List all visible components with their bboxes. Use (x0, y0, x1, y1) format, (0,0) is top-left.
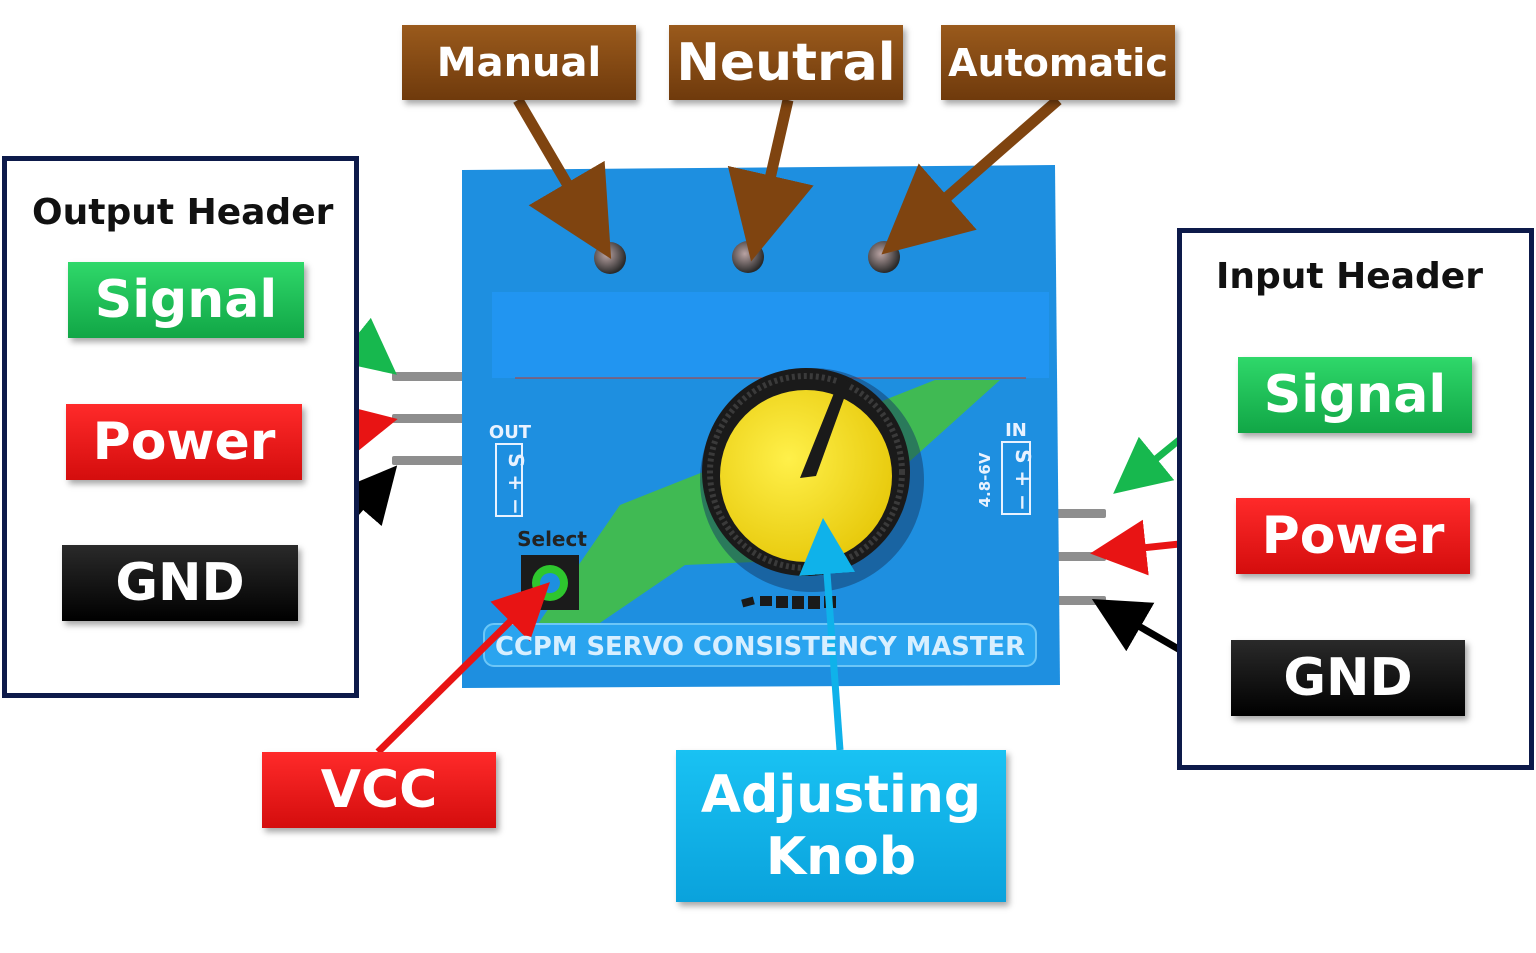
output-signal-label: Signal (68, 262, 304, 338)
adjusting-knob-label: Adjusting Knob (676, 750, 1006, 902)
output-header-title: Output Header (32, 192, 334, 233)
arrow-knob (799, 518, 855, 751)
input-pins (1052, 509, 1106, 605)
automatic-mode-label: Automatic (941, 25, 1175, 100)
input-header-title: Input Header (1216, 256, 1483, 297)
board-product-name: CCPM SERVO CONSISTENCY MASTER (495, 632, 1025, 662)
board-select-label: Select (517, 527, 587, 551)
led-manual (594, 242, 626, 274)
board-in-pins: S + − (1011, 449, 1035, 511)
input-power-label: Power (1236, 498, 1470, 574)
output-power-label: Power (66, 404, 302, 480)
vcc-label: VCC (262, 752, 496, 828)
input-signal-label: Signal (1238, 357, 1472, 433)
adjusting-knob-label-line1: Adjusting (700, 764, 982, 825)
arrow-vcc (375, 582, 550, 755)
adjusting-knob-label-line2: Knob (765, 827, 917, 887)
board-out-pins: S + − (504, 453, 528, 515)
arrow-manual (513, 97, 612, 259)
manual-mode-label: Manual (402, 25, 636, 100)
input-gnd-label: GND (1231, 640, 1465, 716)
board-in-label: IN (1005, 420, 1027, 441)
arrow-neutral (727, 98, 814, 262)
arrow-automatic (881, 95, 1062, 255)
led-automatic (868, 241, 900, 273)
board-out-label: OUT (489, 422, 532, 443)
board-voltage: 4.8-6V (976, 452, 994, 507)
neutral-mode-label: Neutral (669, 25, 903, 100)
output-pins (392, 372, 464, 465)
led-neutral (732, 241, 764, 273)
output-gnd-label: GND (62, 545, 298, 621)
